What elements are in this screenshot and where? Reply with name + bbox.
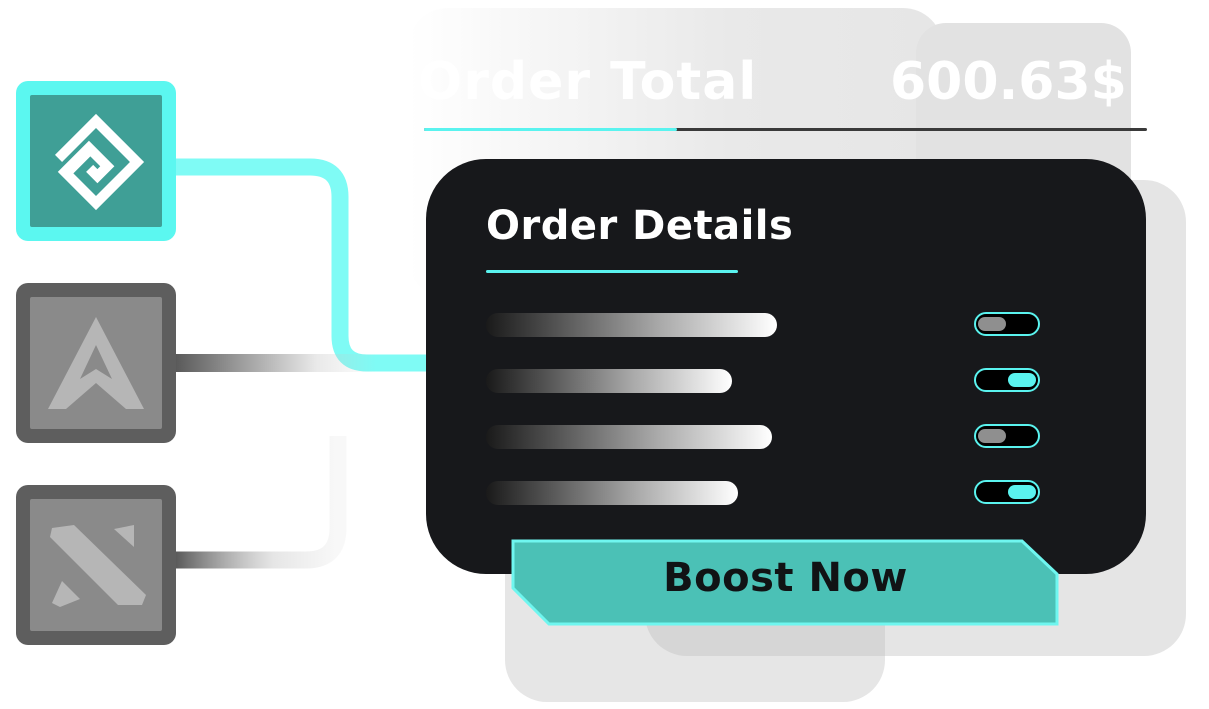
game-tile-apex[interactable]: [16, 283, 176, 443]
detail-row-toggle[interactable]: [974, 368, 1040, 392]
order-details-card: Order Details: [426, 159, 1146, 574]
game-tile-dota[interactable]: [16, 485, 176, 645]
order-total-value: 600.63$: [890, 52, 1127, 112]
game-tile-eneba[interactable]: [16, 81, 176, 241]
detail-row: [486, 424, 1046, 449]
detail-row-toggle[interactable]: [974, 424, 1040, 448]
idle-connector: [176, 354, 376, 372]
dota-icon: [50, 525, 146, 607]
idle-connector: [176, 436, 347, 569]
detail-row-bar: [486, 313, 777, 337]
order-total-label: Order Total: [418, 52, 758, 112]
order-total-progress: [424, 128, 1147, 131]
eneba-icon: [54, 113, 145, 211]
detail-row-toggle[interactable]: [974, 480, 1040, 504]
boost-button-shape: [511, 539, 1059, 626]
order-details-title: Order Details: [486, 203, 794, 249]
toggle-knob: [978, 429, 1006, 443]
detail-row: [486, 480, 1046, 505]
apex-icon: [48, 317, 144, 409]
detail-row: [486, 368, 1046, 393]
active-connector: [170, 158, 430, 372]
detail-row-bar: [486, 369, 732, 393]
detail-row-toggle[interactable]: [974, 312, 1040, 336]
toggle-knob: [978, 317, 1006, 331]
order-total-progress-fill: [424, 128, 678, 131]
detail-row: [486, 312, 1046, 337]
toggle-knob: [1008, 485, 1036, 499]
toggle-knob: [1008, 373, 1036, 387]
detail-row-bar: [486, 481, 738, 505]
detail-row-bar: [486, 425, 772, 449]
order-details-underline: [486, 270, 738, 273]
boost-now-label: Boost Now: [663, 555, 908, 601]
boost-now-button[interactable]: Boost Now: [511, 539, 1060, 626]
